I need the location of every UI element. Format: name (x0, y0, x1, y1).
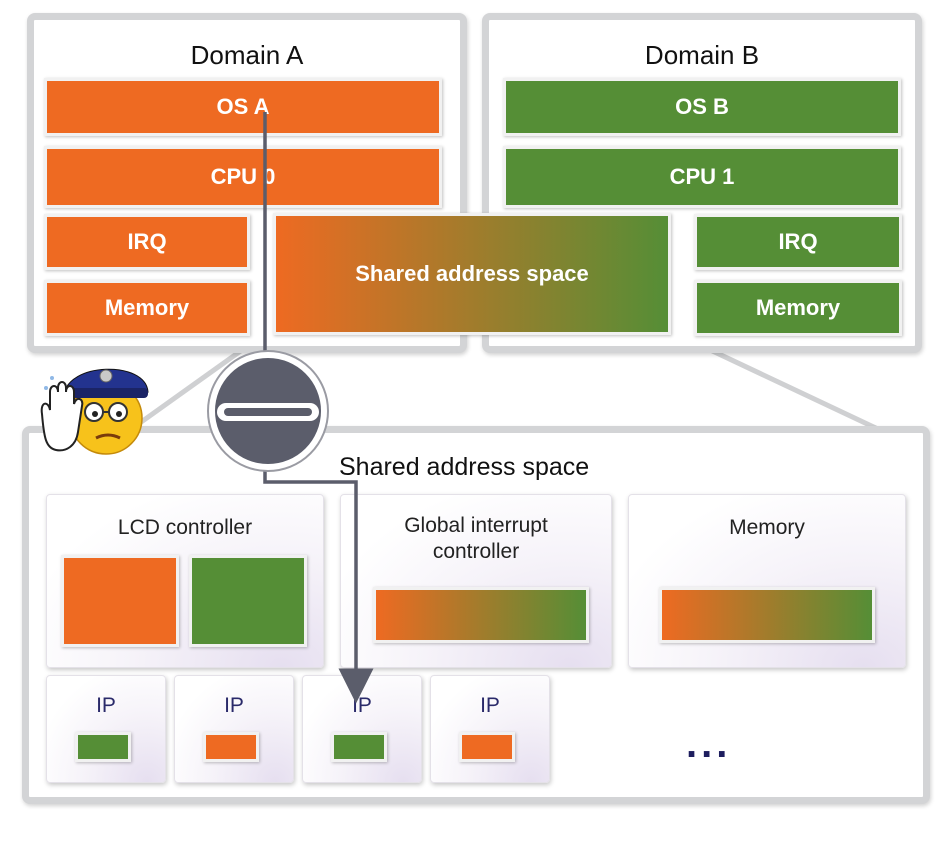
more-ellipsis: ... (686, 722, 732, 766)
shared-memory-title: Memory (729, 516, 805, 539)
gic-shared-region (373, 587, 589, 643)
os-b-block: OS B (503, 78, 901, 136)
domain-b-memory-block: Memory (694, 280, 902, 336)
police-officer-stop-icon (40, 368, 149, 455)
domain-a-irq-block: IRQ (44, 214, 250, 270)
ip-domain-b-chip (75, 732, 131, 762)
domain-a-memory-block: Memory (44, 280, 250, 336)
global-interrupt-controller: Global interrupt controller (340, 494, 612, 668)
ip-domain-a-chip (459, 732, 515, 762)
gic-title-line2: controller (432, 540, 520, 563)
shared-memory: Memory (628, 494, 906, 668)
cpu-0-block: CPU 0 (44, 146, 442, 208)
shared-panel-title: Shared address space (339, 453, 590, 481)
lcd-controller-title: LCD controller (117, 516, 253, 539)
gate-icon (207, 350, 329, 472)
ip-label: IP (224, 694, 244, 717)
ip-block-4: IP (430, 675, 550, 783)
domain-a-title: Domain A (190, 40, 304, 70)
cpu-1-block: CPU 1 (503, 146, 901, 208)
lcd-domain-a-region (61, 555, 179, 647)
ip-label: IP (96, 694, 116, 717)
gic-title-line1: Global interrupt (404, 514, 548, 537)
ip-block-1: IP (46, 675, 166, 783)
lcd-controller: LCD controller (46, 494, 324, 668)
domain-b-irq-block: IRQ (694, 214, 902, 270)
shared-address-space-block: Shared address space (273, 213, 671, 335)
ip-block-2: IP (174, 675, 294, 783)
memory-shared-region (659, 587, 875, 643)
os-a-block: OS A (44, 78, 442, 136)
lcd-domain-b-region (189, 555, 307, 647)
domain-b-title: Domain B (644, 40, 760, 70)
ip-domain-a-chip (203, 732, 259, 762)
ip-domain-b-chip (331, 732, 387, 762)
ip-label: IP (480, 694, 500, 717)
